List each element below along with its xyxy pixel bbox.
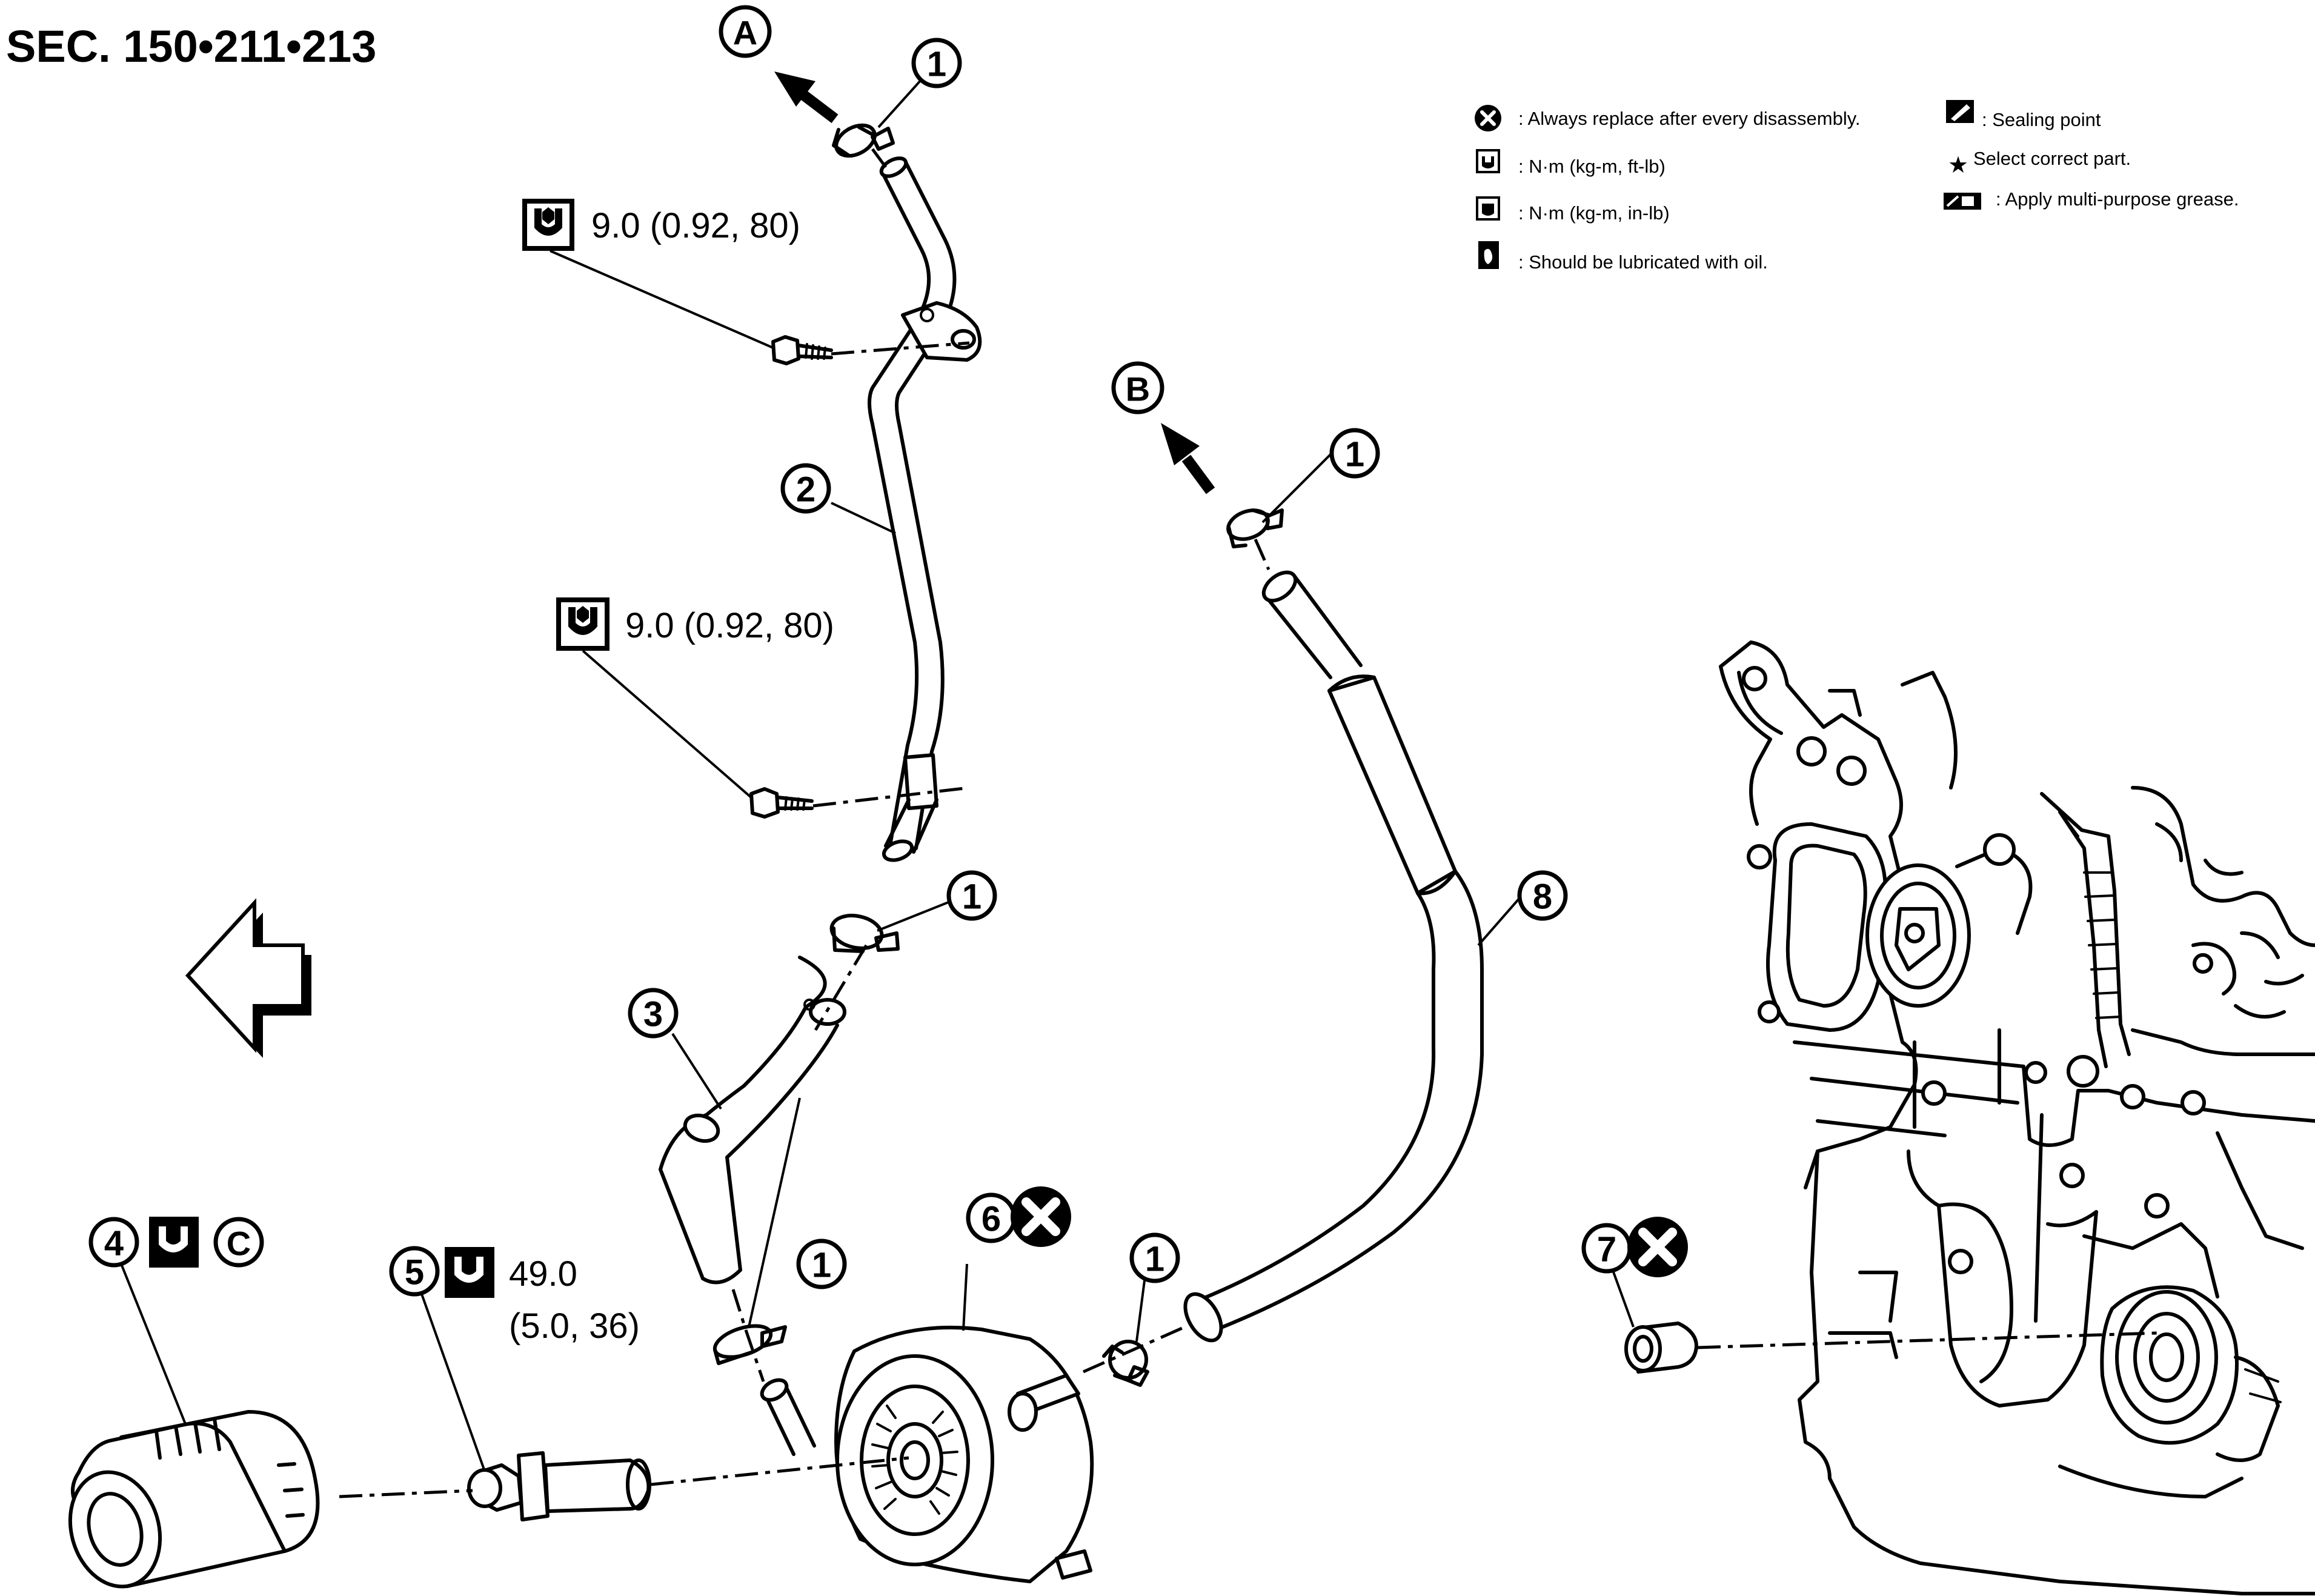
- svg-text:8: 8: [1533, 877, 1552, 917]
- star-icon: ★: [1948, 151, 1968, 178]
- svg-text:C: C: [227, 1225, 251, 1263]
- callout-1-middle: 1: [946, 870, 997, 921]
- callout-c: C: [213, 1217, 264, 1268]
- legend-always-replace: : Always replace after every disassembly…: [1518, 108, 1861, 129]
- torque-wrench-icon: [556, 597, 609, 651]
- oil-filter: [68, 1410, 320, 1589]
- legend-grease: : Apply multi-purpose grease.: [1996, 188, 2239, 210]
- callout-5: 5: [389, 1246, 440, 1297]
- hose-clamp-lower-right: [1102, 1340, 1149, 1387]
- torque-spec-lower-bolt: 9.0 (0.92, 80): [556, 597, 834, 651]
- svg-text:1: 1: [962, 877, 981, 917]
- arrow-to-a: [774, 71, 839, 124]
- bolt-upper: [771, 335, 833, 365]
- callout-1-lower-left: 1: [796, 1239, 847, 1289]
- sealant-icon: [1946, 100, 1974, 123]
- callout-4: 4: [88, 1217, 139, 1268]
- oil-cooler-tube-lower: [1183, 570, 1484, 1343]
- connector-bolt: [467, 1451, 651, 1521]
- svg-text:1: 1: [1145, 1240, 1164, 1279]
- torque-units-connector: (5.0, 36): [509, 1306, 640, 1346]
- assembly-center-lines: [339, 148, 2157, 1498]
- svg-text:6: 6: [981, 1200, 1001, 1239]
- callout-b: B: [1111, 361, 1164, 414]
- grease-icon: [1944, 193, 1981, 210]
- legend-sealing-point: : Sealing point: [1982, 109, 2101, 130]
- oil-hose: [659, 956, 846, 1285]
- torque-value-lower: 9.0 (0.92, 80): [625, 606, 834, 645]
- replace-x-icon: [1011, 1186, 1071, 1247]
- svg-text:A: A: [733, 14, 757, 52]
- seal-ring: [1624, 1322, 1698, 1374]
- torque-wrench-icon: [1476, 149, 1500, 173]
- svg-text:1: 1: [812, 1246, 831, 1285]
- front-direction-arrow-icon: [185, 898, 311, 1058]
- torque-wrench-icon: [1476, 196, 1500, 221]
- oil-cooler: [760, 1325, 1094, 1583]
- callout-a: A: [719, 5, 772, 58]
- svg-text:5: 5: [405, 1253, 424, 1292]
- bolt-lower: [749, 787, 814, 819]
- callout-6: 6: [966, 1192, 1017, 1243]
- callout-2: 2: [780, 463, 831, 514]
- torque-wrench-icon: [149, 1217, 199, 1268]
- svg-text:1: 1: [927, 45, 946, 84]
- legend-select-part: Select correct part.: [1973, 148, 2131, 169]
- leader-lines: [113, 65, 1635, 1472]
- legend-lubricate: : Should be lubricated with oil.: [1518, 251, 1768, 273]
- torque-wrench-icon: [522, 199, 574, 251]
- section-title: SEC. 150•211•213: [6, 21, 376, 71]
- torque-value-connector: 49.0: [509, 1254, 577, 1294]
- hose-clamp-b: [1226, 508, 1284, 548]
- hose-clamp-a: [832, 123, 895, 158]
- legend-torque-ft-lb: : N·m (kg-m, ft-lb): [1518, 156, 1666, 177]
- svg-text:3: 3: [643, 995, 663, 1034]
- callout-7: 7: [1581, 1223, 1632, 1274]
- svg-text:4: 4: [104, 1224, 124, 1263]
- hose-clamp-lower-left: [712, 1324, 787, 1365]
- replace-x-icon: [1627, 1217, 1688, 1277]
- legend: : Always replace after every disassembly…: [1475, 100, 2239, 273]
- callout-1-b: 1: [1329, 428, 1380, 479]
- svg-text:2: 2: [796, 470, 815, 510]
- svg-text:7: 7: [1597, 1230, 1616, 1269]
- callout-8: 8: [1517, 870, 1568, 921]
- replace-x-icon: [1475, 105, 1501, 131]
- arrow-to-b: [1161, 423, 1215, 494]
- hose-clamp-middle: [829, 914, 900, 953]
- torque-spec-upper-bolt: 9.0 (0.92, 80): [522, 199, 800, 251]
- torque-value-upper: 9.0 (0.92, 80): [591, 206, 800, 245]
- torque-wrench-icon: [445, 1247, 494, 1298]
- engine-block: [1719, 640, 2315, 1595]
- svg-text:1: 1: [1345, 435, 1364, 474]
- oil-can-icon: [1478, 241, 1499, 269]
- svg-text:B: B: [1126, 370, 1150, 408]
- callout-1-lower-right: 1: [1129, 1232, 1180, 1283]
- legend-torque-in-lb: : N·m (kg-m, in-lb): [1518, 202, 1670, 224]
- callout-1-top: 1: [911, 38, 962, 88]
- callout-3: 3: [628, 988, 679, 1039]
